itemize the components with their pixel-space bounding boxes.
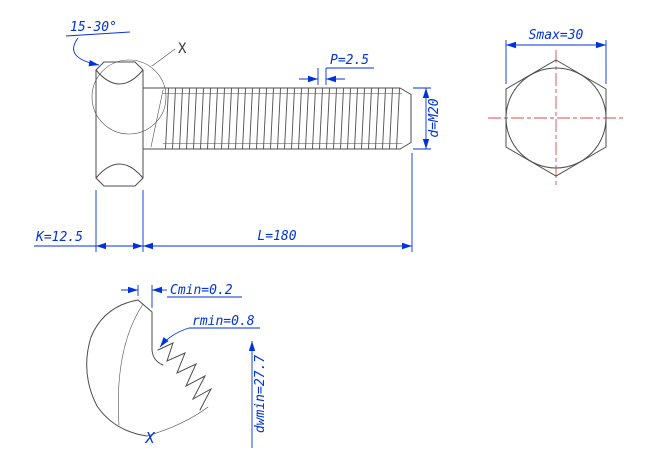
width-across-flats-label: Smax=30 [529, 28, 584, 43]
chamfer-angle-leader-arrow [73, 37, 100, 67]
detail-head-silhouette [86, 299, 148, 437]
end-view: Smax=30 [488, 28, 624, 186]
end-chamfer-bottom [399, 142, 412, 150]
bolt-length-label: L=180 [257, 229, 296, 244]
detail-mark-side-label: X [178, 41, 187, 57]
detail-leader-line [151, 48, 176, 67]
side-view: X 15-30° P=2.5 K=12.5 L=180 d=M20 [34, 20, 442, 252]
washer-chamfer-label: Cmin=0.2 [170, 283, 233, 298]
head-height-label: K=12.5 [35, 230, 83, 245]
detail-mark-label: X [144, 429, 155, 447]
shank-underside-curve [146, 406, 209, 437]
hex-head-outline [95, 61, 144, 187]
head-facet-curve-top [95, 69, 144, 85]
thread-hatching [163, 88, 400, 149]
pitch-label: P=2.5 [330, 53, 369, 68]
washer-face-diameter-label: dwmin=27.7 [253, 355, 268, 433]
detail-head-inner-facet [117, 303, 144, 426]
chamfer-angle-label: 15-30° [70, 20, 117, 35]
fillet-radius-label: rmin=0.8 [192, 314, 255, 329]
thread-runout-line [150, 89, 164, 148]
end-chamfer-top [399, 87, 412, 95]
chamfer-angle-underline [65, 31, 131, 37]
rmin-leader-arrow [159, 327, 190, 348]
detail-view-x: Cmin=0.2 rmin=0.8 dwmin=27.7 X [86, 283, 268, 448]
thread-diameter-label: d=M20 [427, 98, 442, 137]
washer-chamfer-line [137, 299, 153, 313]
thread-profile [157, 342, 213, 411]
head-facet-curve-bottom [95, 163, 144, 179]
under-head-fillet [151, 349, 164, 366]
detail-boundary-circle [91, 59, 167, 135]
hex-outline [505, 59, 607, 177]
inscribed-circle [505, 67, 607, 169]
